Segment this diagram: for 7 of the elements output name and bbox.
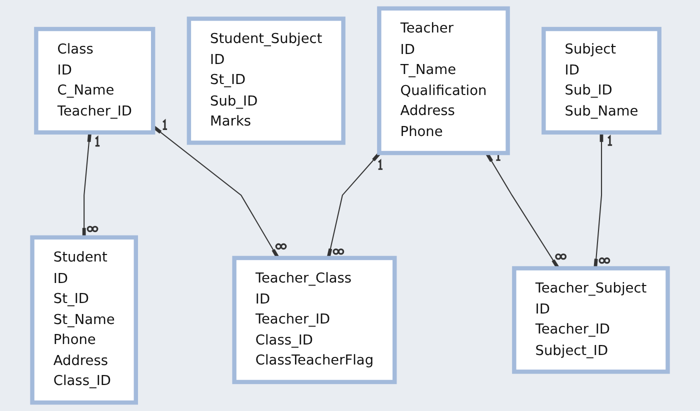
node-box: Student ID St_ID St_Name Phone Address Class_ID: [30, 235, 138, 405]
node-box: Student_Subject ID St_ID Sub_ID Marks: [186, 16, 346, 145]
node-box: Teacher_Class ID Teacher_ID Class_ID ClassTeacherFlag: [232, 256, 397, 384]
node-box: Teacher_Subject ID Teacher_ID Subject_ID: [512, 266, 670, 374]
node-box: Class ID C_Name Teacher_ID: [34, 26, 156, 135]
node-box: Subject ID Sub_ID Sub_Name: [542, 26, 662, 135]
node-box: Teacher ID T_Name Qualification Address Phone: [377, 6, 510, 156]
